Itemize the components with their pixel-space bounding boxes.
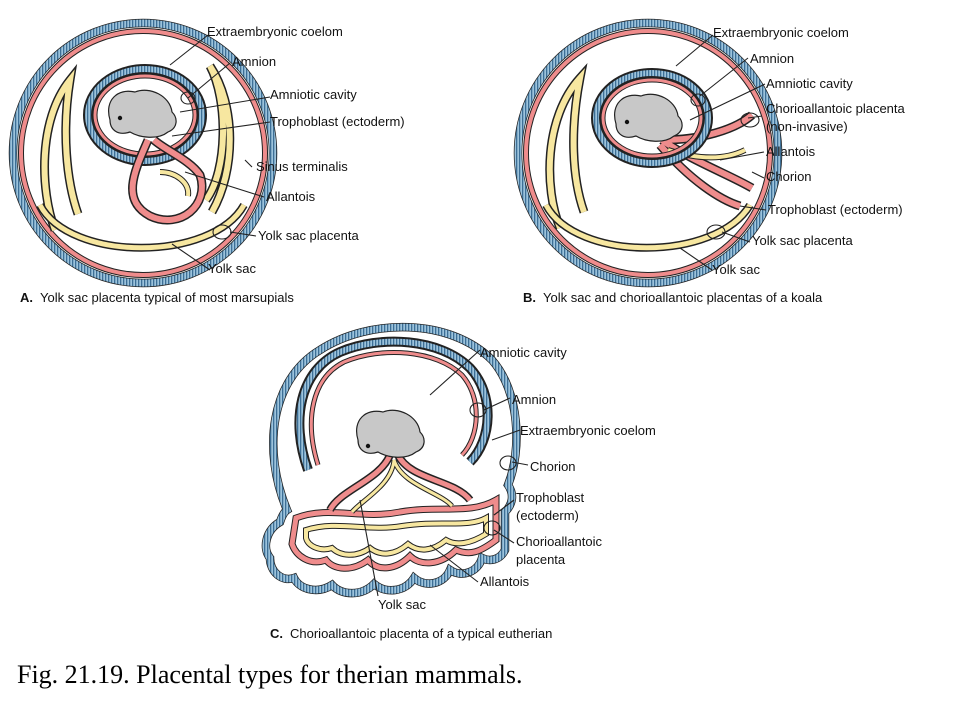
panel-a-caption: Yolk sac placenta typical of most marsup… (40, 290, 294, 305)
label-c-ectoderm: (ectoderm) (516, 508, 579, 523)
label-a-yolk-sac: Yolk sac (208, 261, 256, 276)
label-c-allantois: Allantois (480, 574, 530, 589)
label-a-allantois: Allantois (266, 189, 316, 204)
label-b-non-invasive: (non-invasive) (766, 119, 848, 134)
figure-caption: Fig. 21.19. Placental types for therian … (17, 660, 523, 689)
panel-b-caption: Yolk sac and chorioallantoic placentas o… (543, 290, 823, 305)
label-a-trophoblast: Trophoblast (ectoderm) (270, 114, 405, 129)
label-c-chorioallantoic: Chorioallantoic (516, 534, 602, 549)
label-c-yolk-sac: Yolk sac (378, 597, 426, 612)
label-b-trophoblast: Trophoblast (ectoderm) (768, 202, 903, 217)
panel-c: Amniotic cavity Amnion Extraembryonic co… (261, 322, 656, 641)
label-c-extraembryonic-coelom: Extraembryonic coelom (520, 423, 656, 438)
label-c-trophoblast: Trophoblast (516, 490, 585, 505)
label-a-extraembryonic-coelom: Extraembryonic coelom (207, 24, 343, 39)
label-a-yolk-sac-placenta: Yolk sac placenta (258, 228, 359, 243)
label-a-amniotic-cavity: Amniotic cavity (270, 87, 357, 102)
label-b-allantois: Allantois (766, 144, 816, 159)
label-b-amniotic-cavity: Amniotic cavity (766, 76, 853, 91)
panel-b: Extraembryonic coelom Amnion Amniotic ca… (513, 18, 906, 305)
label-b-chorion: Chorion (766, 169, 812, 184)
label-b-yolk-sac-placenta: Yolk sac placenta (752, 233, 853, 248)
label-a-amnion: Amnion (232, 54, 276, 69)
panel-c-letter: C. (270, 626, 283, 641)
label-b-amnion: Amnion (750, 51, 794, 66)
panel-a-letter: A. (20, 290, 33, 305)
label-c-placenta: placenta (516, 552, 566, 567)
panel-c-caption: Chorioallantoic placenta of a typical eu… (290, 626, 552, 641)
label-b-extraembryonic-coelom: Extraembryonic coelom (713, 25, 849, 40)
panel-a: Extraembryonic coelom Amnion Amniotic ca… (8, 18, 405, 305)
label-b-chorioallantoic-placenta: Chorioallantoic placenta (766, 101, 906, 116)
label-c-chorion: Chorion (530, 459, 576, 474)
panel-b-letter: B. (523, 290, 536, 305)
label-a-sinus-terminalis: Sinus terminalis (256, 159, 348, 174)
label-b-yolk-sac: Yolk sac (712, 262, 760, 277)
label-c-amnion: Amnion (512, 392, 556, 407)
label-c-amniotic-cavity: Amniotic cavity (480, 345, 567, 360)
